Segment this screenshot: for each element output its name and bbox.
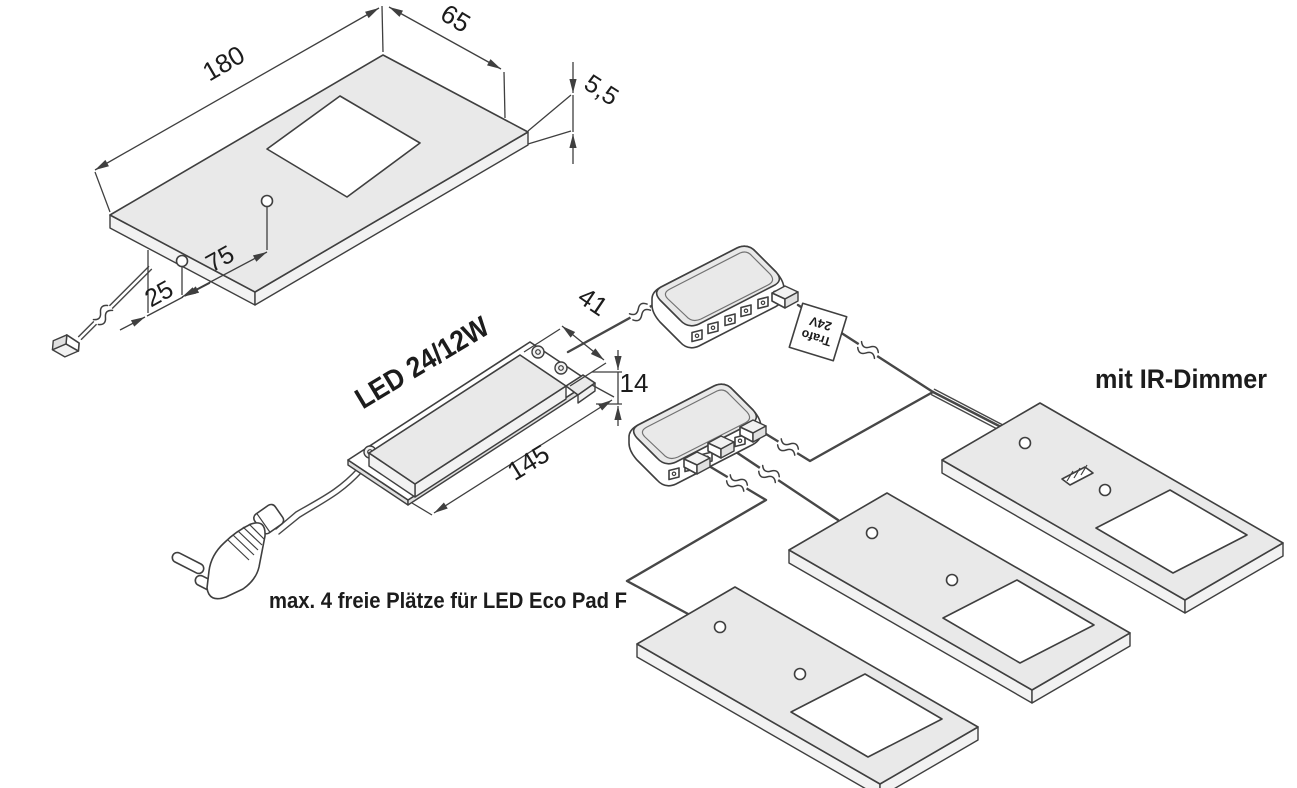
dim-driver-length: 145 <box>502 438 555 486</box>
ir-dimmer-label: mit IR-Dimmer <box>1095 364 1267 394</box>
dim-driver-width: 41 <box>573 281 614 322</box>
plug-pin <box>171 551 205 575</box>
dim-pad-width: 65 <box>436 0 476 39</box>
dim-pad-thickness: 5,5 <box>579 69 623 111</box>
pad-dimension-view: 180 65 5,5 75 25 <box>94 0 624 331</box>
pad-cable-connector <box>51 333 81 359</box>
mains-plug <box>171 503 285 600</box>
ir-sensor <box>1061 464 1094 486</box>
dim-hole-edge-offset: 25 <box>140 275 178 313</box>
trafo-tag-label-line2: 24V <box>807 313 833 333</box>
pad-mounting-hole <box>175 254 189 268</box>
dim-pad-length: 180 <box>197 39 250 87</box>
pad-mounting-hole <box>260 194 274 208</box>
distributor-box-1 <box>652 246 784 348</box>
trafo-tag: Trafo 24V <box>788 302 848 362</box>
free-slots-note: max. 4 freie Plätze für LED Eco Pad F <box>269 588 627 613</box>
dim-driver-height: 14 <box>620 368 649 398</box>
led-driver: 41 14 145 LED 24/12W <box>347 281 649 516</box>
